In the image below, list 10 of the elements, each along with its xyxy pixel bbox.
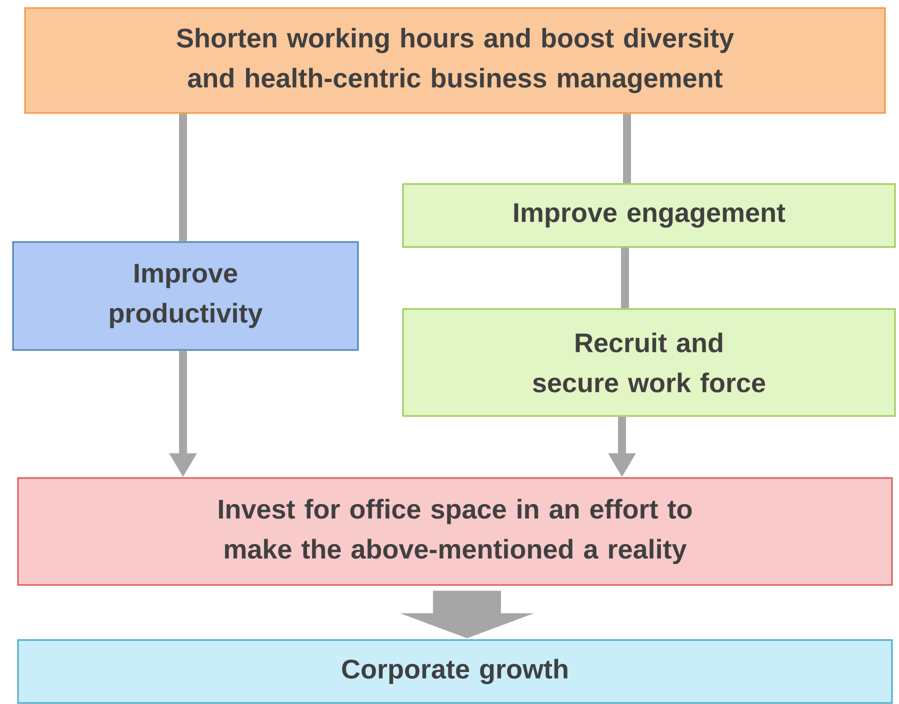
connector-line — [621, 248, 629, 308]
connector-line — [179, 114, 187, 242]
process-box: Corporate growth — [17, 639, 893, 704]
process-box: Invest for office space in an effort to make the above-mentioned a reality — [17, 477, 893, 586]
process-box: Improve productivity — [12, 241, 359, 351]
block-arrow — [400, 590, 534, 638]
process-box: Recruit and secure work force — [402, 308, 896, 417]
process-box: Improve engagement — [402, 183, 896, 248]
connector-line — [623, 114, 631, 184]
process-box: Shorten working hours and boost diversity and health-centric business management — [24, 7, 886, 114]
